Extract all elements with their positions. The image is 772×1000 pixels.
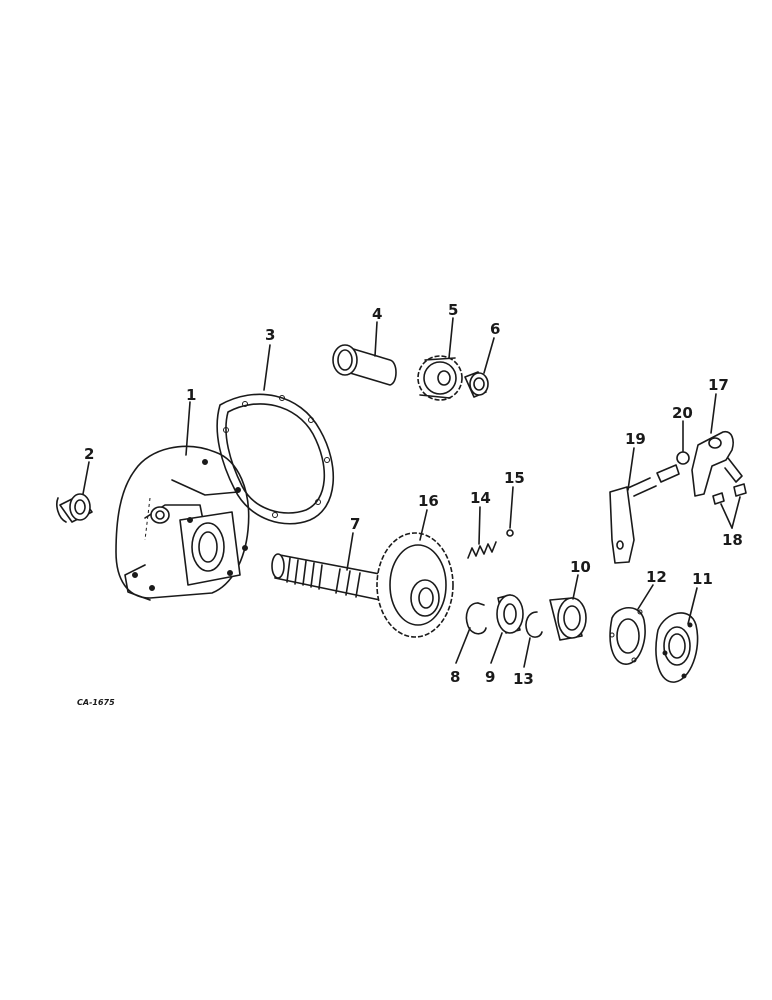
part-1-housing <box>115 445 250 601</box>
leader-lines <box>82 317 741 668</box>
part-3-gasket <box>216 393 335 525</box>
part-13-snap-ring <box>525 611 543 638</box>
callout-17: 17 <box>708 376 729 394</box>
part-10-seal <box>549 597 587 641</box>
callout-19: 19 <box>625 430 646 448</box>
part-15-ball <box>506 529 514 537</box>
part-14-spring <box>467 541 497 559</box>
part-20-ball <box>676 451 690 465</box>
part-18-shoes <box>712 483 747 505</box>
callout-8: 8 <box>450 668 460 686</box>
callout-3: 3 <box>265 326 275 344</box>
callout-4: 4 <box>372 305 382 323</box>
part-7-shaft <box>271 553 386 601</box>
callout-5: 5 <box>448 301 458 319</box>
callout-6: 6 <box>490 320 500 338</box>
callout-2: 2 <box>84 445 94 463</box>
part-17-shift-fork <box>691 430 743 497</box>
part-2-bearing <box>56 493 93 523</box>
part-5-gear <box>417 355 463 401</box>
part-9-ball-bearing <box>496 594 524 634</box>
part-6-bushing <box>464 371 489 398</box>
callout-11: 11 <box>692 570 713 588</box>
callout-1: 1 <box>186 386 196 404</box>
part-11-retainer <box>655 612 699 683</box>
callout-12: 12 <box>646 568 667 586</box>
callout-9: 9 <box>485 668 495 686</box>
part-4-pin <box>332 344 397 386</box>
part-12-gasket <box>609 606 646 665</box>
callout-labels: 1 2 3 4 5 6 7 8 9 10 11 12 13 14 15 16 1… <box>84 301 743 688</box>
callout-16: 16 <box>418 492 439 510</box>
drawing-code: CA-1675 <box>77 698 115 707</box>
callout-13: 13 <box>513 670 534 688</box>
callout-7: 7 <box>350 515 360 533</box>
callout-20: 20 <box>672 404 693 422</box>
callout-18: 18 <box>722 531 743 549</box>
callout-14: 14 <box>470 489 491 507</box>
part-16-large-gear <box>376 532 454 638</box>
callout-10: 10 <box>570 558 591 576</box>
part-19-shift-lever <box>609 464 680 564</box>
callout-15: 15 <box>504 469 525 487</box>
part-8-snap-ring <box>465 602 487 635</box>
